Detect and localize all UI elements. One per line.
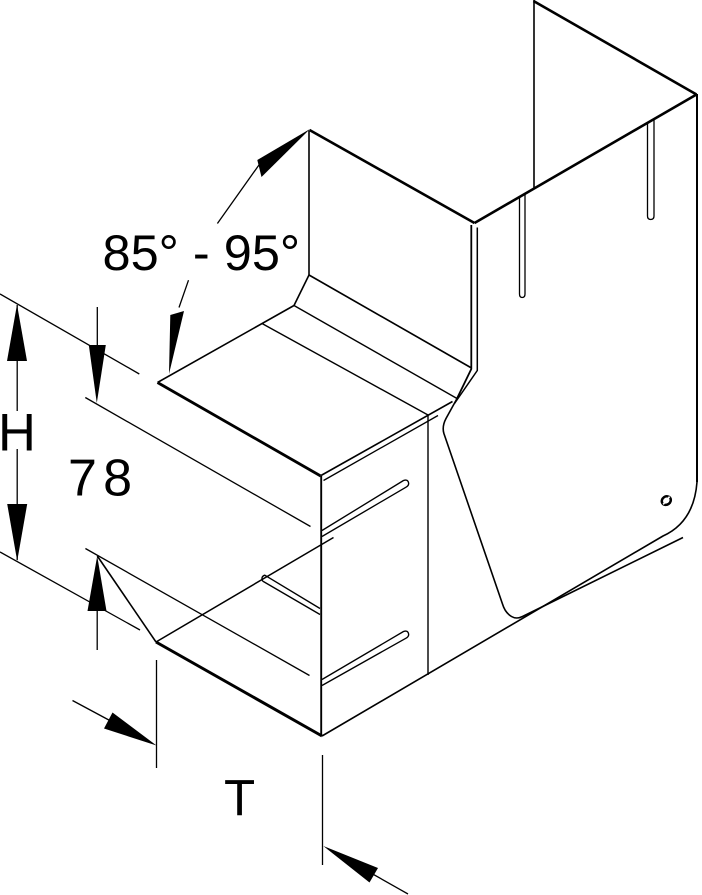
- svg-text:T: T: [224, 770, 255, 827]
- svg-text:85° - 95°: 85° - 95°: [103, 224, 301, 281]
- svg-text:H: H: [0, 404, 36, 463]
